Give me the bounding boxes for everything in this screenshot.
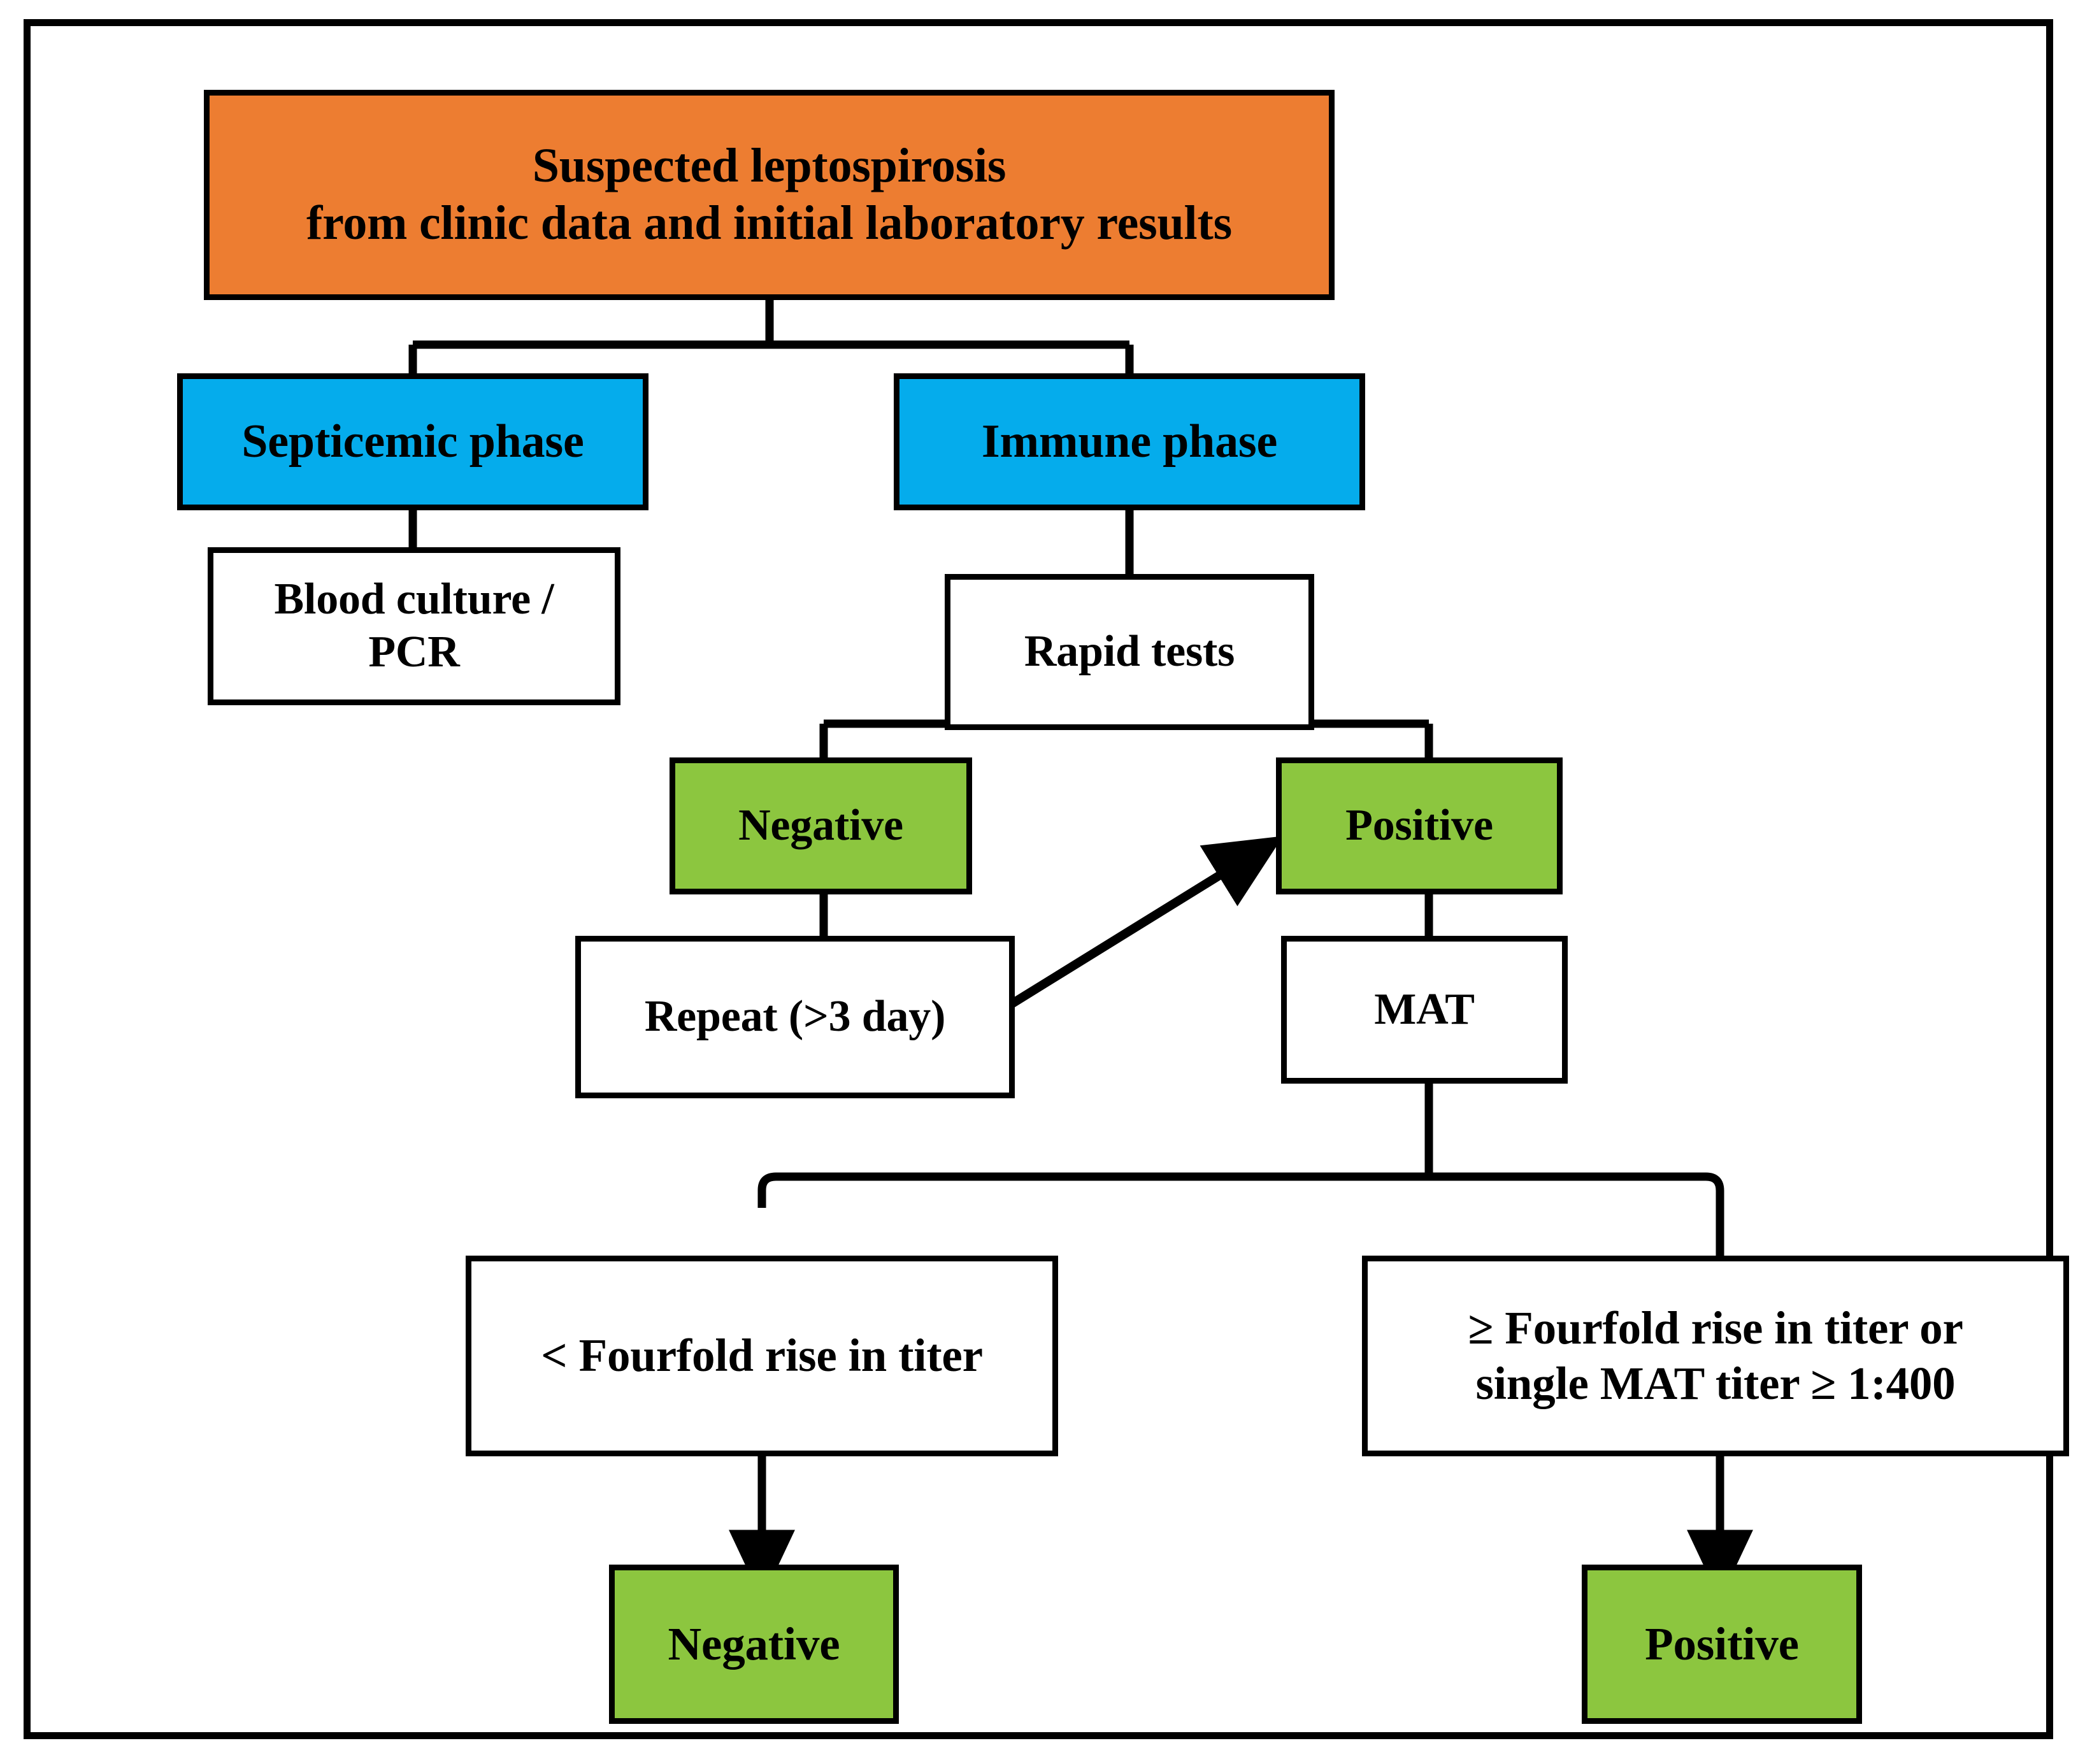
less-than-fourfold-label: < Fourfold rise in titer xyxy=(541,1330,983,1382)
node-repeat: Repeat (>3 day) xyxy=(575,936,1015,1098)
rapid-tests-label: Rapid tests xyxy=(1024,627,1235,677)
ge-fourfold-line-1: ≥ Fourfold rise in titer or xyxy=(1468,1302,1963,1354)
repeat-label: Repeat (>3 day) xyxy=(644,992,946,1042)
node-suspected-leptospirosis: Suspected leptospirosis from clinic data… xyxy=(204,90,1335,300)
link-repeat-positive-diagonal xyxy=(1006,836,1284,1010)
node-greater-equal-fourfold: ≥ Fourfold rise in titer or single MAT t… xyxy=(1362,1256,2069,1456)
node-rapid-tests: Rapid tests xyxy=(945,574,1314,730)
blood-culture-line-2: PCR xyxy=(368,627,460,677)
septicemic-phase-label: Septicemic phase xyxy=(241,415,584,468)
blood-culture-line-1: Blood culture / xyxy=(274,575,554,624)
node-immune-phase: Immune phase xyxy=(894,373,1365,510)
node-septicemic-phase: Septicemic phase xyxy=(177,373,648,510)
diagram-frame: Suspected leptospirosis from clinic data… xyxy=(24,19,2069,1739)
node-mat: MAT xyxy=(1281,936,1568,1084)
node-final-positive: Positive xyxy=(1582,1565,1862,1724)
node-less-than-fourfold: < Fourfold rise in titer xyxy=(466,1256,1058,1456)
rapid-positive-label: Positive xyxy=(1345,801,1493,850)
final-positive-label: Positive xyxy=(1645,1617,1799,1670)
node-rapid-positive: Positive xyxy=(1276,757,1563,894)
immune-phase-label: Immune phase xyxy=(981,415,1278,468)
link-mat-bracket xyxy=(757,1172,1724,1256)
node-blood-culture-pcr: Blood culture / PCR xyxy=(208,547,620,705)
node-final-negative: Negative xyxy=(609,1565,899,1724)
rapid-negative-label: Negative xyxy=(738,801,903,850)
mat-label: MAT xyxy=(1374,984,1475,1034)
suspected-line-2: from clinic data and initial laboratory … xyxy=(306,196,1232,250)
final-negative-label: Negative xyxy=(668,1617,840,1670)
node-rapid-negative: Negative xyxy=(670,757,972,894)
suspected-line-1: Suspected leptospirosis xyxy=(532,139,1007,193)
ge-fourfold-line-2: single MAT titer ≥ 1:400 xyxy=(1475,1357,1956,1409)
